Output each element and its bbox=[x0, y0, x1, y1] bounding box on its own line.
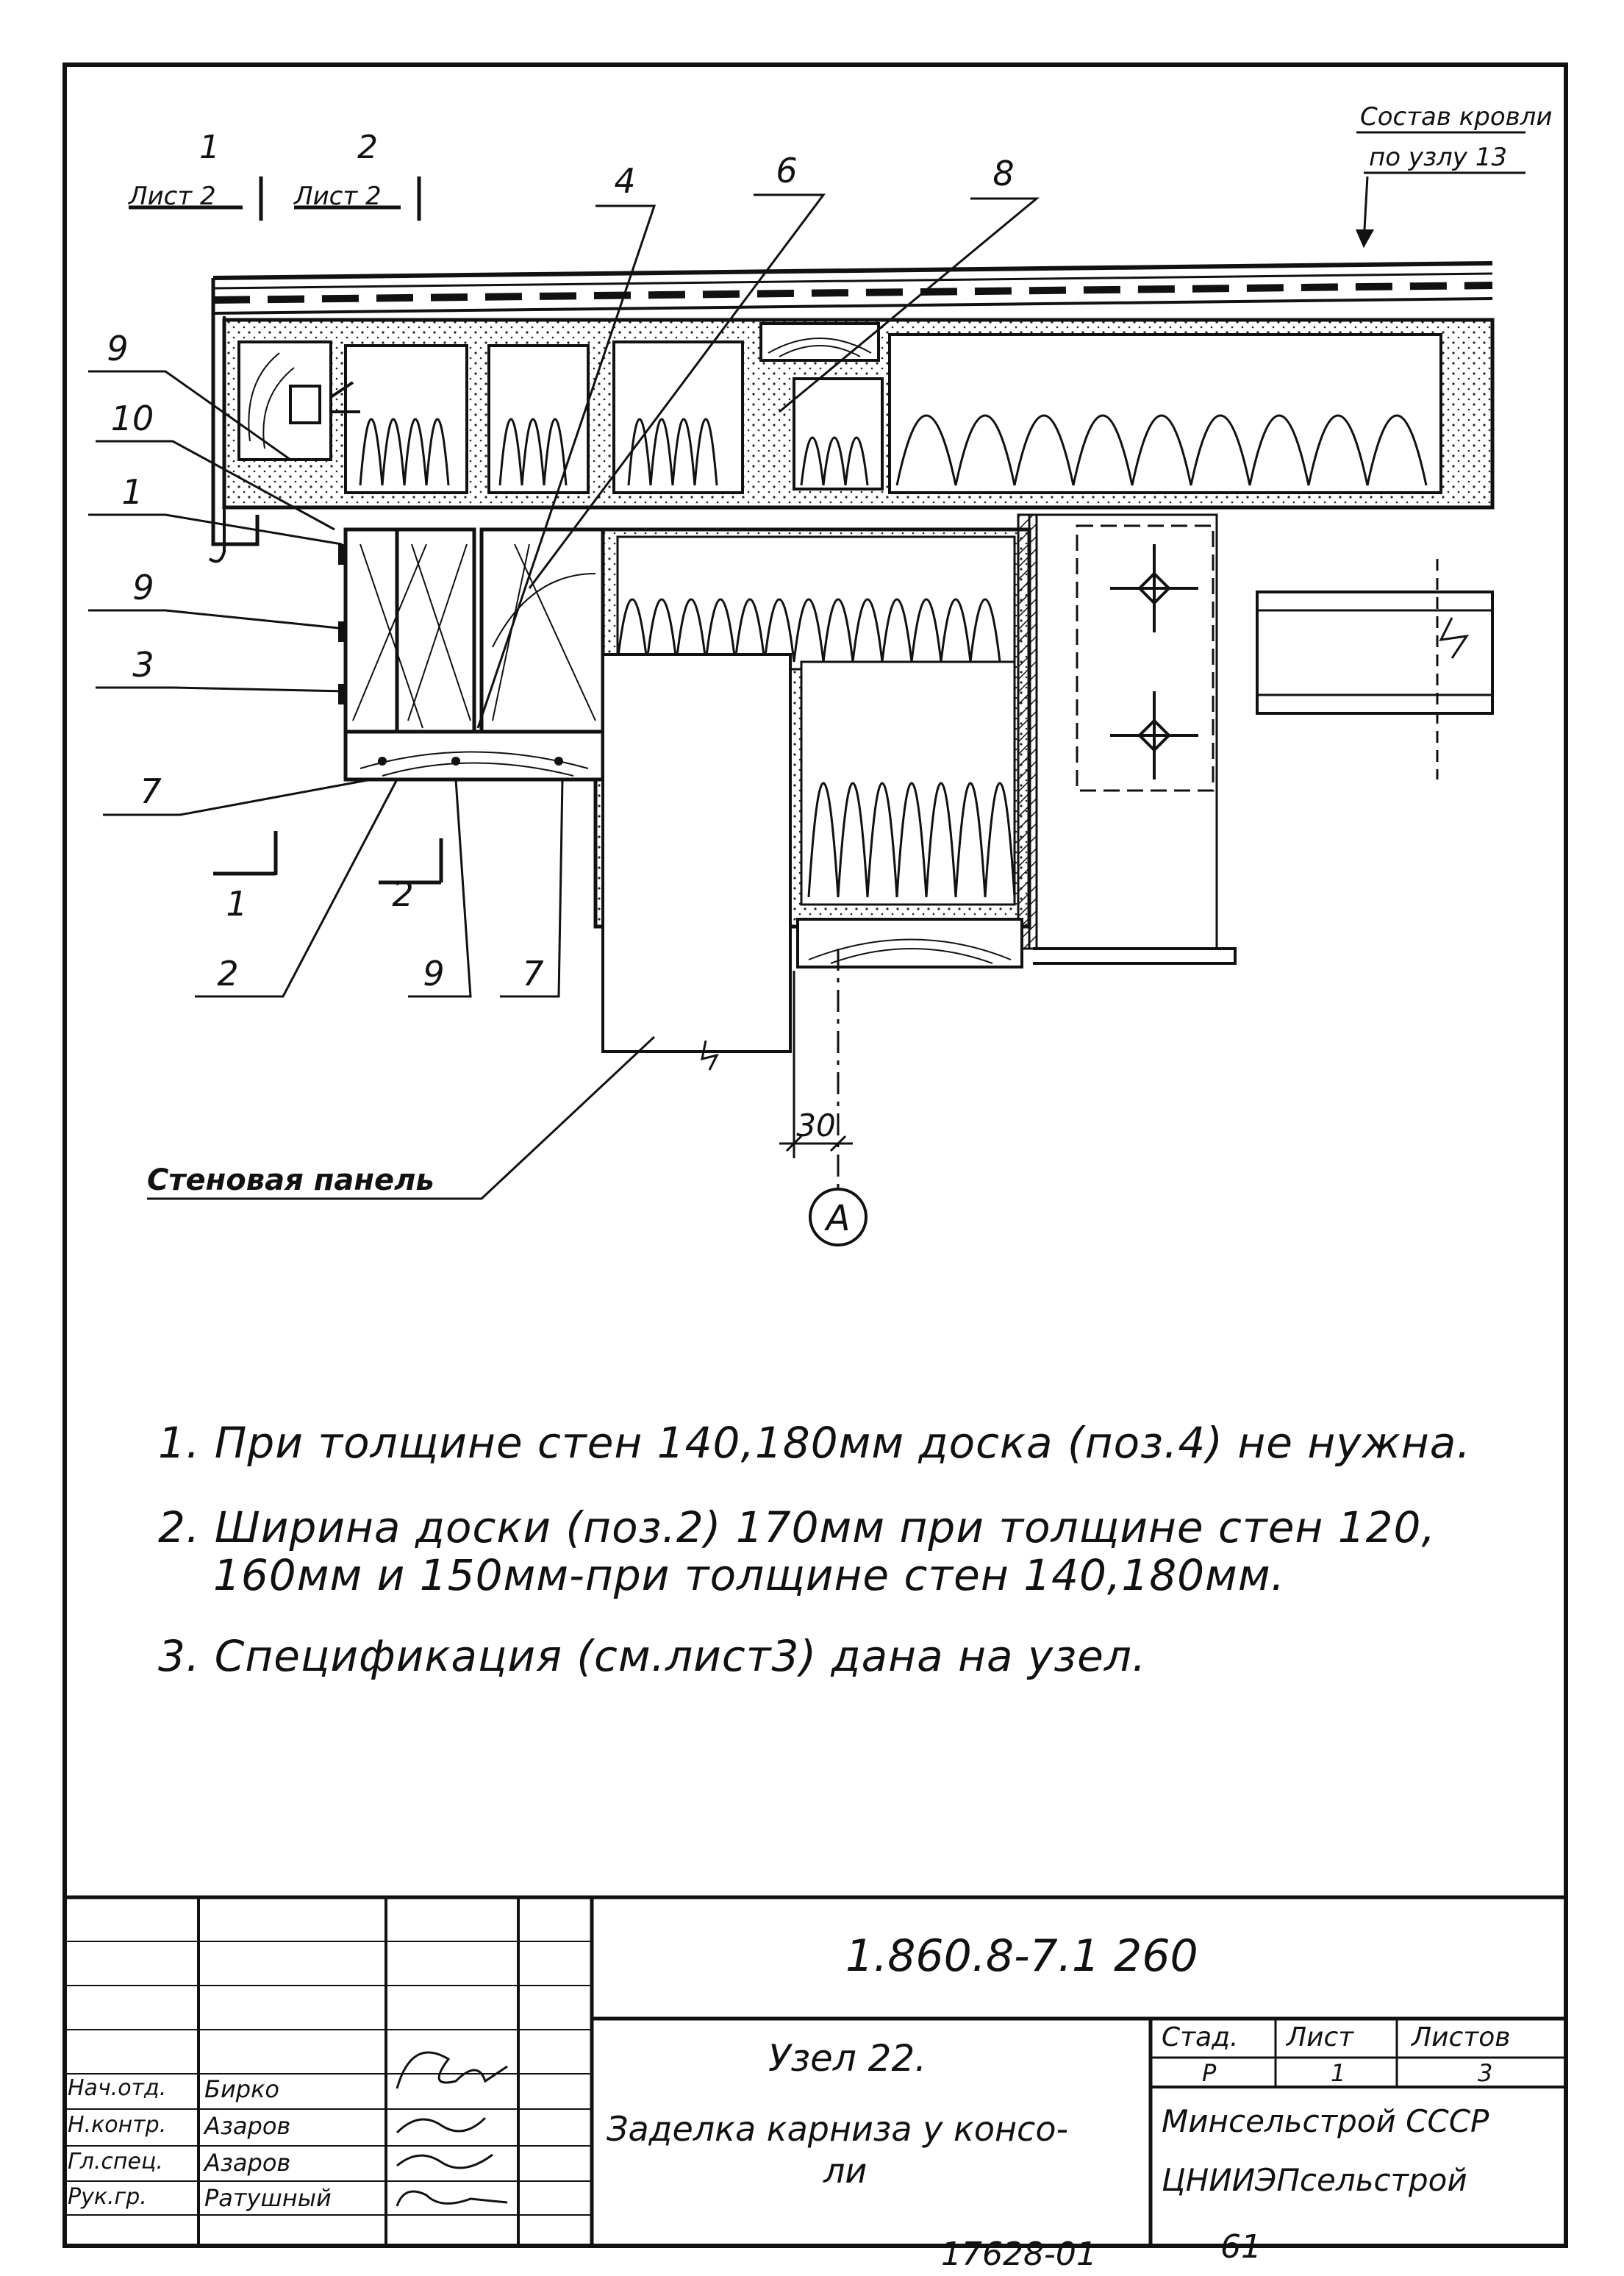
position-label-7b: 7 bbox=[522, 954, 543, 993]
section-mark-1-num: 1 bbox=[199, 129, 220, 166]
role-2: Н.контр. bbox=[68, 2112, 167, 2138]
organization-1: Минсельстрой СССР bbox=[1162, 2103, 1489, 2139]
sheet-header: Лист bbox=[1287, 2022, 1354, 2052]
name-4: Ратушный bbox=[204, 2184, 332, 2212]
position-label-9c: 9 bbox=[423, 954, 444, 993]
stage-value: Р bbox=[1202, 2059, 1217, 2087]
section-mark-lower-2: 2 bbox=[392, 874, 413, 914]
name-1: Бирко bbox=[204, 2075, 279, 2103]
note-3: 3. Спецификация (см.лист3) дана на узел. bbox=[158, 1631, 1147, 1681]
signature-icon bbox=[396, 2051, 508, 2207]
dimension-value: 30 bbox=[796, 1107, 835, 1144]
dimension-30 bbox=[779, 949, 853, 1191]
position-label-9a: 9 bbox=[107, 329, 128, 368]
archive-number: 17628-01 bbox=[941, 2236, 1097, 2273]
position-label-2: 2 bbox=[217, 954, 238, 993]
page-number: 61 bbox=[1220, 2228, 1262, 2266]
node-description-line2: ли bbox=[823, 2151, 868, 2191]
roof-note-line2: по узлу 13 bbox=[1369, 143, 1507, 172]
role-4: Рук.гр. bbox=[68, 2184, 147, 2210]
leader-lines bbox=[88, 193, 1040, 1200]
steel-column bbox=[1017, 513, 1038, 950]
cornice-boards bbox=[343, 527, 605, 782]
steel-beam bbox=[1256, 591, 1494, 715]
axis-marker bbox=[809, 1188, 868, 1246]
node-description-line1: Заделка карниза у консо- bbox=[607, 2109, 1069, 2149]
name-2: Азаров bbox=[204, 2112, 291, 2140]
position-label-9b: 9 bbox=[132, 568, 154, 607]
role-1: Нач.отд. bbox=[68, 2075, 167, 2101]
bottom-timber-block bbox=[796, 918, 1023, 968]
wall-panel-label: Стеновая панель bbox=[147, 1163, 434, 1197]
stage-header: Стад. bbox=[1162, 2022, 1239, 2052]
note-2: 2. Ширина доски (поз.2) 170мм при толщин… bbox=[158, 1502, 1436, 1552]
position-label-7a: 7 bbox=[140, 771, 161, 811]
roof-insulation-loops bbox=[359, 414, 1428, 486]
note-2-continued: 160мм и 150мм-при толщине стен 140,180мм… bbox=[213, 1550, 1286, 1600]
connection-plate bbox=[1076, 524, 1215, 792]
title-block bbox=[65, 1895, 1566, 2246]
position-label-4: 4 bbox=[614, 161, 635, 201]
wall-panel bbox=[601, 653, 792, 1053]
sheet-value: 1 bbox=[1331, 2059, 1346, 2087]
section-marks bbox=[129, 176, 443, 885]
position-label-6: 6 bbox=[776, 151, 797, 190]
sheets-header: Листов bbox=[1412, 2022, 1511, 2052]
roof-insulation bbox=[344, 333, 1442, 494]
section-mark-1-sheet: Лист 2 bbox=[127, 182, 216, 211]
position-label-10: 10 bbox=[111, 399, 154, 438]
bolt-icon bbox=[1110, 544, 1198, 780]
note-1: 1. При толщине стен 140,180мм доска (поз… bbox=[158, 1418, 1471, 1468]
sheet-frame bbox=[62, 63, 1568, 2248]
position-label-8: 8 bbox=[992, 154, 1014, 193]
node-title: Узел 22. bbox=[768, 2037, 927, 2080]
roof-note-line1: Состав кровли bbox=[1360, 102, 1553, 132]
sheets-value: 3 bbox=[1478, 2059, 1493, 2087]
section-mark-lower-1: 1 bbox=[226, 884, 247, 924]
position-label-1: 1 bbox=[121, 472, 143, 512]
section-mark-2-num: 2 bbox=[357, 129, 378, 166]
axis-label: А bbox=[824, 1198, 851, 1239]
position-label-3: 3 bbox=[132, 645, 154, 685]
section-mark-2-sheet: Лист 2 bbox=[293, 182, 382, 211]
role-3: Гл.спец. bbox=[68, 2149, 163, 2175]
top-timber-block bbox=[759, 322, 880, 362]
document-code: 1.860.8-7.1 260 bbox=[845, 1930, 1198, 1982]
name-3: Азаров bbox=[204, 2149, 291, 2177]
organization-2: ЦНИИЭПсельстрой bbox=[1162, 2162, 1467, 2198]
